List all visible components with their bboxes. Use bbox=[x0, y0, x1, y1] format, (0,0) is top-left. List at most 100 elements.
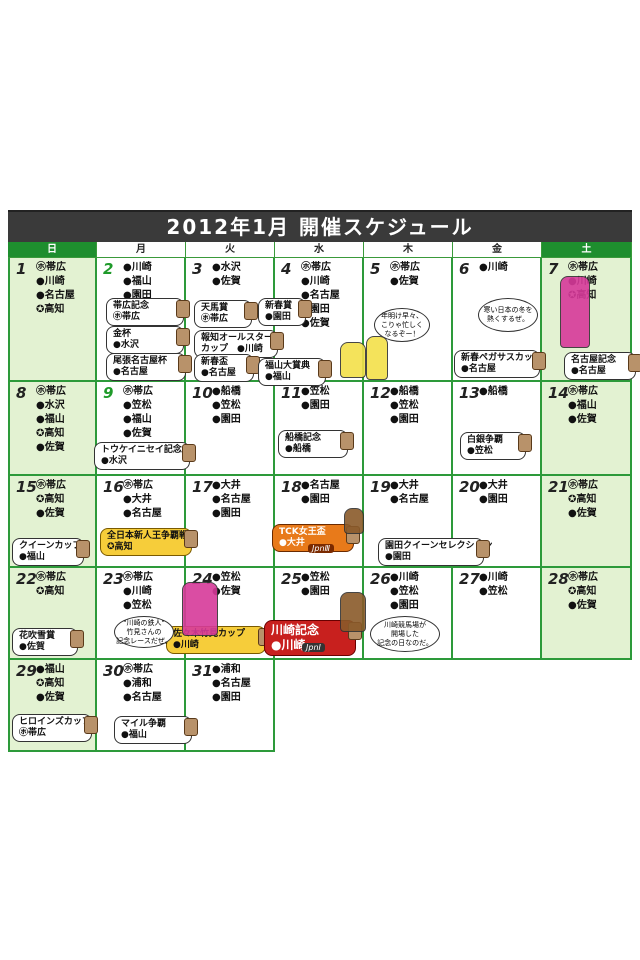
day-cell[interactable]: 11●笠松●園田 bbox=[275, 382, 364, 476]
horse-face-icon bbox=[532, 352, 546, 370]
race-label-r11[interactable]: 船橋記念 ●船橋 bbox=[278, 430, 348, 458]
venue-item: ●名古屋 bbox=[36, 290, 75, 301]
venue-item: ●船橋 bbox=[390, 386, 419, 397]
mascot-illustration bbox=[340, 342, 366, 378]
venue-item: ㋭帯広 bbox=[36, 572, 66, 583]
day-cell[interactable]: 10●船橋●笠松●園田 bbox=[186, 382, 275, 476]
venue-list: ●笠松●園田 bbox=[301, 385, 335, 413]
horse-face-icon bbox=[76, 540, 90, 558]
venue-item: ●福山 bbox=[123, 276, 152, 287]
weekday-header: 水 bbox=[275, 242, 364, 258]
venue-list: ㋭帯広●笠松●福山●佐賀 bbox=[123, 385, 157, 441]
venue-list: ㋭帯広●川崎●名古屋●園田●佐賀 bbox=[301, 261, 340, 331]
venue-item: ㋭帯広 bbox=[568, 386, 598, 397]
weekday-header: 土 bbox=[542, 242, 632, 258]
venue-item: ●大井 bbox=[390, 480, 419, 491]
venue-item: ●川崎 bbox=[123, 586, 152, 597]
venue-item: ●福山 bbox=[123, 414, 152, 425]
venue-item: ●佐賀 bbox=[36, 508, 65, 519]
race-label-r30[interactable]: マイル争覇 ●福山 bbox=[114, 716, 192, 744]
day-cell[interactable]: 31●浦和●名古屋●園田 bbox=[186, 660, 275, 752]
day-number: 15 bbox=[16, 478, 37, 496]
race-label-r7[interactable]: 名古屋記念 ●名古屋 bbox=[564, 352, 636, 380]
venue-item: ●福山 bbox=[36, 414, 65, 425]
venue-item: ●名古屋 bbox=[390, 494, 429, 505]
race-label-r3b[interactable]: 報知オールスター カップ ●川崎 bbox=[194, 330, 278, 358]
venue-item: ㋭帯広 bbox=[390, 262, 420, 273]
calendar-grid: 日月火水木金土1㋭帯広●川崎●名古屋✪高知2●川崎●福山●園田●佐賀3●水沢●佐… bbox=[8, 242, 640, 772]
horse-face-icon bbox=[176, 328, 190, 346]
day-number: 4 bbox=[281, 260, 292, 278]
venue-item: ㋭帯広 bbox=[568, 262, 598, 273]
venue-item: ●名古屋 bbox=[123, 692, 162, 703]
venue-item: ●佐賀 bbox=[390, 276, 419, 287]
venue-item: ●川崎 bbox=[390, 572, 419, 583]
race-label-r1c[interactable]: 尾張名古屋杯 ●名古屋 bbox=[106, 353, 186, 381]
venue-item: ●園田 bbox=[212, 508, 241, 519]
venue-item: ●名古屋 bbox=[212, 678, 251, 689]
speech-bubble: 寒い日本の冬を 熱くするぜ。 bbox=[478, 298, 538, 332]
venue-item: ㋭帯広 bbox=[301, 262, 331, 273]
day-number: 16 bbox=[103, 478, 124, 496]
day-number: 31 bbox=[192, 662, 213, 680]
day-cell[interactable]: 26●川崎●笠松●園田 bbox=[364, 568, 453, 660]
race-label-r19[interactable]: 園田クイーンセレクション ●園田 bbox=[378, 538, 493, 566]
race-label-r16[interactable]: 全日本新人王争覇戦 ✪高知 bbox=[100, 528, 192, 556]
day-cell[interactable]: 12●船橋●笠松●園田 bbox=[364, 382, 453, 476]
venue-list: ㋭帯広●大井●名古屋 bbox=[123, 479, 162, 521]
venue-item: ●佐賀 bbox=[568, 508, 597, 519]
day-number: 6 bbox=[459, 260, 470, 278]
day-number: 12 bbox=[370, 384, 391, 402]
venue-item: ㋭帯広 bbox=[123, 386, 153, 397]
venue-list: ●川崎●笠松 bbox=[479, 571, 513, 599]
horse-face-icon bbox=[270, 332, 284, 350]
speech-bubble: "川崎の鉄人" 竹見さんの 記念レースだぜ。 bbox=[114, 616, 174, 648]
venue-item: ✪高知 bbox=[36, 304, 65, 315]
venue-item: ●川崎 bbox=[36, 276, 65, 287]
race-label-r4b[interactable]: 福山大賞典 ●福山 bbox=[258, 358, 326, 386]
venue-item: ㋭帯広 bbox=[123, 480, 153, 491]
venue-item: ●園田 bbox=[390, 414, 419, 425]
weekday-header: 木 bbox=[364, 242, 453, 258]
venue-item: ●船橋 bbox=[212, 386, 241, 397]
venue-list: ㋭帯広●川崎●名古屋✪高知 bbox=[36, 261, 75, 317]
race-label-r6[interactable]: 新春ペガサスカップ ●名古屋 bbox=[454, 350, 542, 378]
venue-item: ㋭帯広 bbox=[123, 664, 153, 675]
race-label-r13[interactable]: 白銀争覇 ●笠松 bbox=[460, 432, 526, 460]
venue-item: ㋭帯広 bbox=[568, 480, 598, 491]
mascot-illustration bbox=[182, 582, 218, 636]
race-label-r3a[interactable]: 天馬賞 ㋭帯広 bbox=[194, 300, 252, 328]
day-cell[interactable]: 27●川崎●笠松 bbox=[453, 568, 542, 660]
race-label-r22[interactable]: 花吹雪賞 ●佐賀 bbox=[12, 628, 78, 656]
day-number: 3 bbox=[192, 260, 203, 278]
venue-item: ●佐賀 bbox=[36, 442, 65, 453]
day-cell[interactable]: 17●大井●名古屋●園田 bbox=[186, 476, 275, 568]
race-label-r1a[interactable]: 帯広記念 ㋭帯広 bbox=[106, 298, 184, 326]
day-number: 23 bbox=[103, 570, 124, 588]
venue-item: ●水沢 bbox=[212, 262, 241, 273]
race-label-r1b[interactable]: 金杯 ●水沢 bbox=[106, 326, 184, 354]
venue-item: ●佐賀 bbox=[123, 428, 152, 439]
weekday-header: 金 bbox=[453, 242, 542, 258]
horse-face-icon bbox=[244, 302, 258, 320]
venue-item: ●川崎 bbox=[479, 262, 508, 273]
race-label-r18[interactable]: TCK女王盃 ●大井 bbox=[272, 524, 354, 552]
race-label-r3c[interactable]: 新春盃 ●名古屋 bbox=[194, 354, 254, 382]
venue-list: ㋭帯広●福山●佐賀 bbox=[568, 385, 602, 427]
race-label-r15[interactable]: クイーンカップ ●福山 bbox=[12, 538, 84, 566]
day-number: 18 bbox=[281, 478, 302, 496]
day-number: 17 bbox=[192, 478, 213, 496]
venue-list: ㋭帯広✪高知●佐賀 bbox=[36, 479, 70, 521]
day-number: 29 bbox=[16, 662, 37, 680]
venue-item: ✪高知 bbox=[36, 494, 65, 505]
weekday-header: 火 bbox=[186, 242, 275, 258]
race-label-r9[interactable]: トウケイニセイ記念 ●水沢 bbox=[94, 442, 190, 470]
day-cell[interactable]: 13●船橋 bbox=[453, 382, 542, 476]
calendar-title-banner: 2012年1月 開催スケジュール bbox=[8, 210, 632, 242]
race-label-r29[interactable]: ヒロインズカップ ㋭帯広 bbox=[12, 714, 92, 742]
